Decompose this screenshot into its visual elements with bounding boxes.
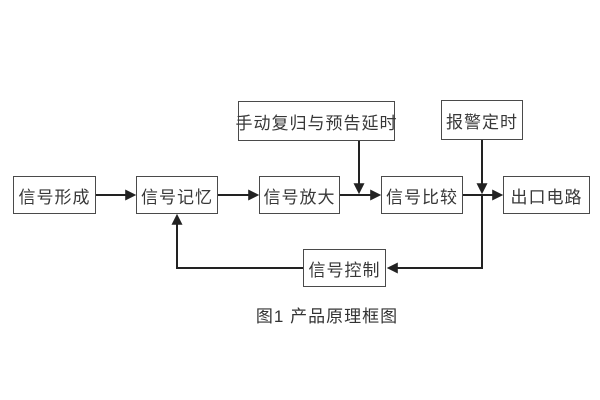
node-output-circuit: 出口电路 <box>503 176 590 214</box>
figure-caption: 图1 产品原理框图 <box>255 307 399 326</box>
node-alarm-timing: 报警定时 <box>441 100 523 140</box>
node-label: 信号比较 <box>386 187 458 207</box>
node-label: 报警定时 <box>446 112 518 132</box>
node-signal-formation: 信号形成 <box>13 176 96 214</box>
node-label: 信号记忆 <box>141 187 213 207</box>
node-manual-reset-delay: 手动复归与预告延时 <box>235 101 398 141</box>
node-signal-comparison: 信号比较 <box>381 176 463 214</box>
node-label: 出口电路 <box>510 187 583 207</box>
node-label: 信号放大 <box>263 187 336 207</box>
edge-control-to-memory <box>171 213 303 269</box>
node-signal-memory: 信号记忆 <box>136 176 218 214</box>
edge-junction-to-control <box>386 195 483 274</box>
node-label: 手动复归与预告延时 <box>235 113 398 133</box>
node-label: 信号控制 <box>308 260 381 280</box>
node-label: 信号形成 <box>18 187 91 207</box>
node-signal-amplification: 信号放大 <box>259 176 340 214</box>
node-signal-control: 信号控制 <box>303 249 386 287</box>
